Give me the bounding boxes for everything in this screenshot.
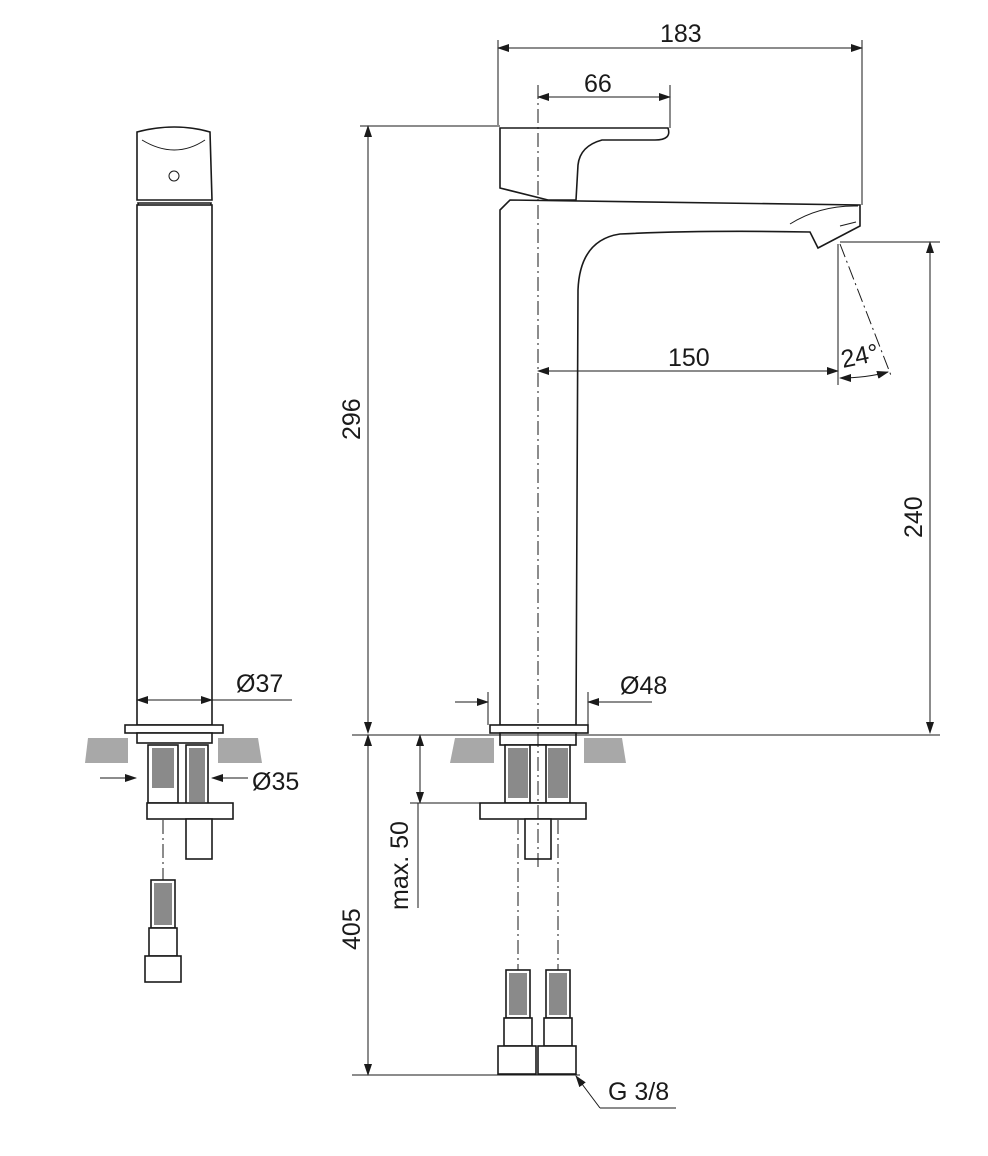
spout-150-label: 150 [668, 344, 710, 372]
lever-66-label: 66 [584, 70, 612, 98]
height-296-label: 296 [338, 398, 366, 440]
diameter-48-label: Ø48 [620, 672, 667, 700]
side-view: Ø37 Ø35 [85, 126, 299, 983]
thread-g38-label: G 3/8 [608, 1078, 669, 1106]
width-183-label: 183 [660, 20, 702, 48]
front-view: 183 66 150 24° 296 240 Ø48 max. 50 [338, 20, 940, 1109]
angle-24-label: 24° [838, 339, 881, 374]
diameter-35-label: Ø35 [252, 768, 299, 796]
diameter-37-label: Ø37 [236, 670, 283, 698]
max-50-label: max. 50 [386, 821, 414, 910]
hose-405-label: 405 [338, 908, 366, 950]
spout-height-240-label: 240 [900, 496, 928, 538]
